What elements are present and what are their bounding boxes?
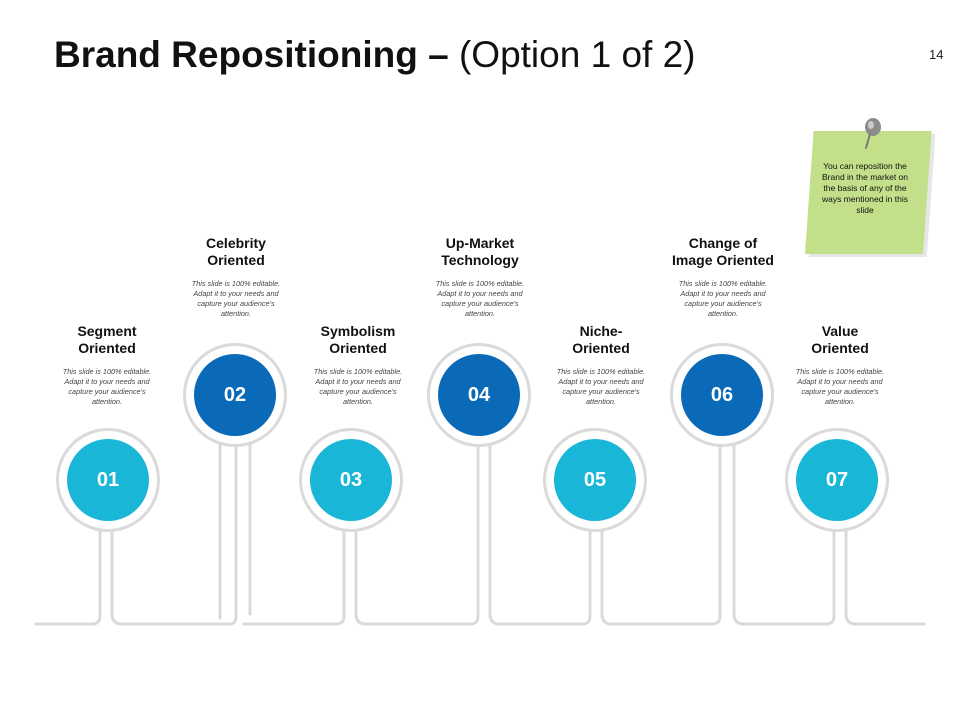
step-circle-07: 07 [796, 439, 878, 521]
connector-04 [488, 438, 592, 626]
connector-05 [600, 438, 722, 626]
step-number-02: 02 [223, 383, 247, 406]
step-ring-07: 07 [785, 428, 889, 532]
step-desc-03: This slide is 100% editable. Adapt it to… [313, 367, 403, 406]
step-number-06: 06 [710, 383, 734, 406]
connector-03 [354, 438, 480, 626]
connector-07 [844, 524, 926, 626]
step-number-03: 03 [339, 468, 363, 491]
step-circle-02: 02 [194, 354, 276, 436]
step-desc-07: This slide is 100% editable. Adapt it to… [795, 367, 885, 406]
step-circle-03: 03 [310, 439, 392, 521]
title-bold: Brand Repositioning – [54, 34, 449, 75]
connector-02c [242, 524, 346, 626]
sticky-note-text: You can reposition the Brand in the mark… [822, 161, 908, 215]
step-number-01: 01 [96, 468, 120, 491]
connector-01b [110, 438, 238, 626]
step-desc-06: This slide is 100% editable. Adapt it to… [678, 279, 768, 318]
step-desc-02: This slide is 100% editable. Adapt it to… [191, 279, 281, 318]
step-ring-05: 05 [543, 428, 647, 532]
title-normal: (Option 1 of 2) [458, 34, 696, 75]
step-ring-02: 02 [183, 343, 287, 447]
connector-06 [732, 438, 836, 626]
step-desc-05: This slide is 100% editable. Adapt it to… [556, 367, 646, 406]
push-pin-icon [865, 118, 881, 149]
step-title-05: Niche-Oriented [572, 323, 630, 356]
step-ring-01: 01 [56, 428, 160, 532]
step-desc-01: This slide is 100% editable. Adapt it to… [62, 367, 152, 406]
step-circle-05: 05 [554, 439, 636, 521]
page-title: Brand Repositioning – (Option 1 of 2) [54, 34, 695, 76]
step-ring-04: 04 [427, 343, 531, 447]
step-ring-06: 06 [670, 343, 774, 447]
page-number: 14 [929, 47, 944, 62]
step-circle-01: 01 [67, 439, 149, 521]
step-desc-04: This slide is 100% editable. Adapt it to… [435, 279, 525, 318]
step-number-07: 07 [825, 468, 849, 491]
connector-01 [34, 524, 102, 626]
step-circle-06: 06 [681, 354, 763, 436]
step-circle-04: 04 [438, 354, 520, 436]
step-number-04: 04 [467, 383, 491, 406]
step-ring-03: 03 [299, 428, 403, 532]
step-number-05: 05 [583, 468, 607, 491]
sticky-note: You can reposition the Brand in the mark… [805, 118, 932, 254]
